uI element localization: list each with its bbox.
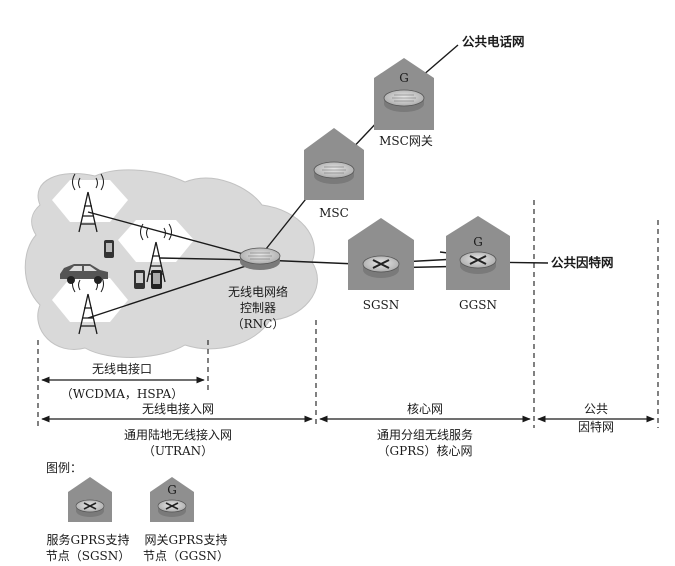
access-network-label-line3: （UTRAN） bbox=[143, 444, 213, 458]
legend-sgsn-router-icon bbox=[75, 499, 105, 517]
phone-icon bbox=[151, 270, 162, 289]
legend-sgsn-line2: 节点（SGSN） bbox=[46, 549, 131, 563]
legend-ggsn-line2: 节点（GGSN） bbox=[143, 549, 229, 563]
core-network-label-line3: （GPRS）核心网 bbox=[378, 444, 473, 458]
msc-gateway-mark: G bbox=[399, 71, 409, 85]
radio-interface-label-line2: （WCDMA，HSPA） bbox=[61, 387, 183, 401]
access-network-label-line2: 通用陆地无线接入网 bbox=[124, 427, 232, 442]
link-tower3-rnc bbox=[87, 261, 259, 319]
boundaries bbox=[37, 200, 659, 428]
msc-gateway-router-icon bbox=[383, 89, 425, 112]
core-network-label-line1: 核心网 bbox=[407, 402, 443, 416]
phone-icon bbox=[104, 240, 114, 258]
cell-middle bbox=[118, 220, 194, 262]
span-arrows bbox=[41, 376, 655, 423]
public-internet-label: 公共因特网 bbox=[551, 255, 614, 270]
sgsn-label: SGSN bbox=[363, 298, 400, 312]
msc-label: MSC bbox=[319, 206, 349, 220]
core-network-label-line2: 通用分组无线服务 bbox=[377, 427, 473, 442]
link-tower1-rnc bbox=[87, 211, 259, 259]
ggsn-gateway-mark: G bbox=[473, 235, 483, 249]
rnc-label-line1: 无线电网络 bbox=[228, 284, 288, 299]
radio-interface-label-line1: 无线电接口 bbox=[92, 361, 152, 376]
ggsn-router-icon bbox=[459, 251, 497, 274]
internet-span-label-line1: 公共 bbox=[584, 402, 608, 416]
sgsn-building bbox=[348, 218, 414, 290]
legend-ggsn-line1: 网关GPRS支持 bbox=[145, 532, 228, 547]
legend-title: 图例： bbox=[46, 461, 82, 475]
pstn-label: 公共电话网 bbox=[462, 34, 525, 49]
phone-icon bbox=[134, 270, 145, 289]
car-icon bbox=[60, 264, 108, 284]
msc-router-icon bbox=[313, 161, 355, 184]
legend-ggsn-router-icon bbox=[157, 499, 187, 517]
base-station-tower-icon bbox=[140, 223, 172, 283]
base-station-tower-icon bbox=[72, 173, 104, 233]
legend-sgsn-line1: 服务GPRS支持 bbox=[47, 532, 130, 547]
internet-span-label-line2: 因特网 bbox=[578, 419, 614, 434]
rnc-label-line2: 控制器 bbox=[240, 301, 276, 315]
rnc-label-line3: （RNC） bbox=[232, 317, 285, 331]
rnc-router-icon bbox=[239, 247, 281, 270]
legend-gateway-mark: G bbox=[167, 483, 177, 497]
msc-gateway-label: MSC网关 bbox=[379, 134, 433, 148]
ggsn-label: GGSN bbox=[459, 298, 497, 312]
base-station-tower-icon bbox=[72, 275, 104, 335]
sgsn-router-icon bbox=[362, 255, 400, 278]
access-network-label-line1: 无线电接入网 bbox=[142, 401, 214, 416]
